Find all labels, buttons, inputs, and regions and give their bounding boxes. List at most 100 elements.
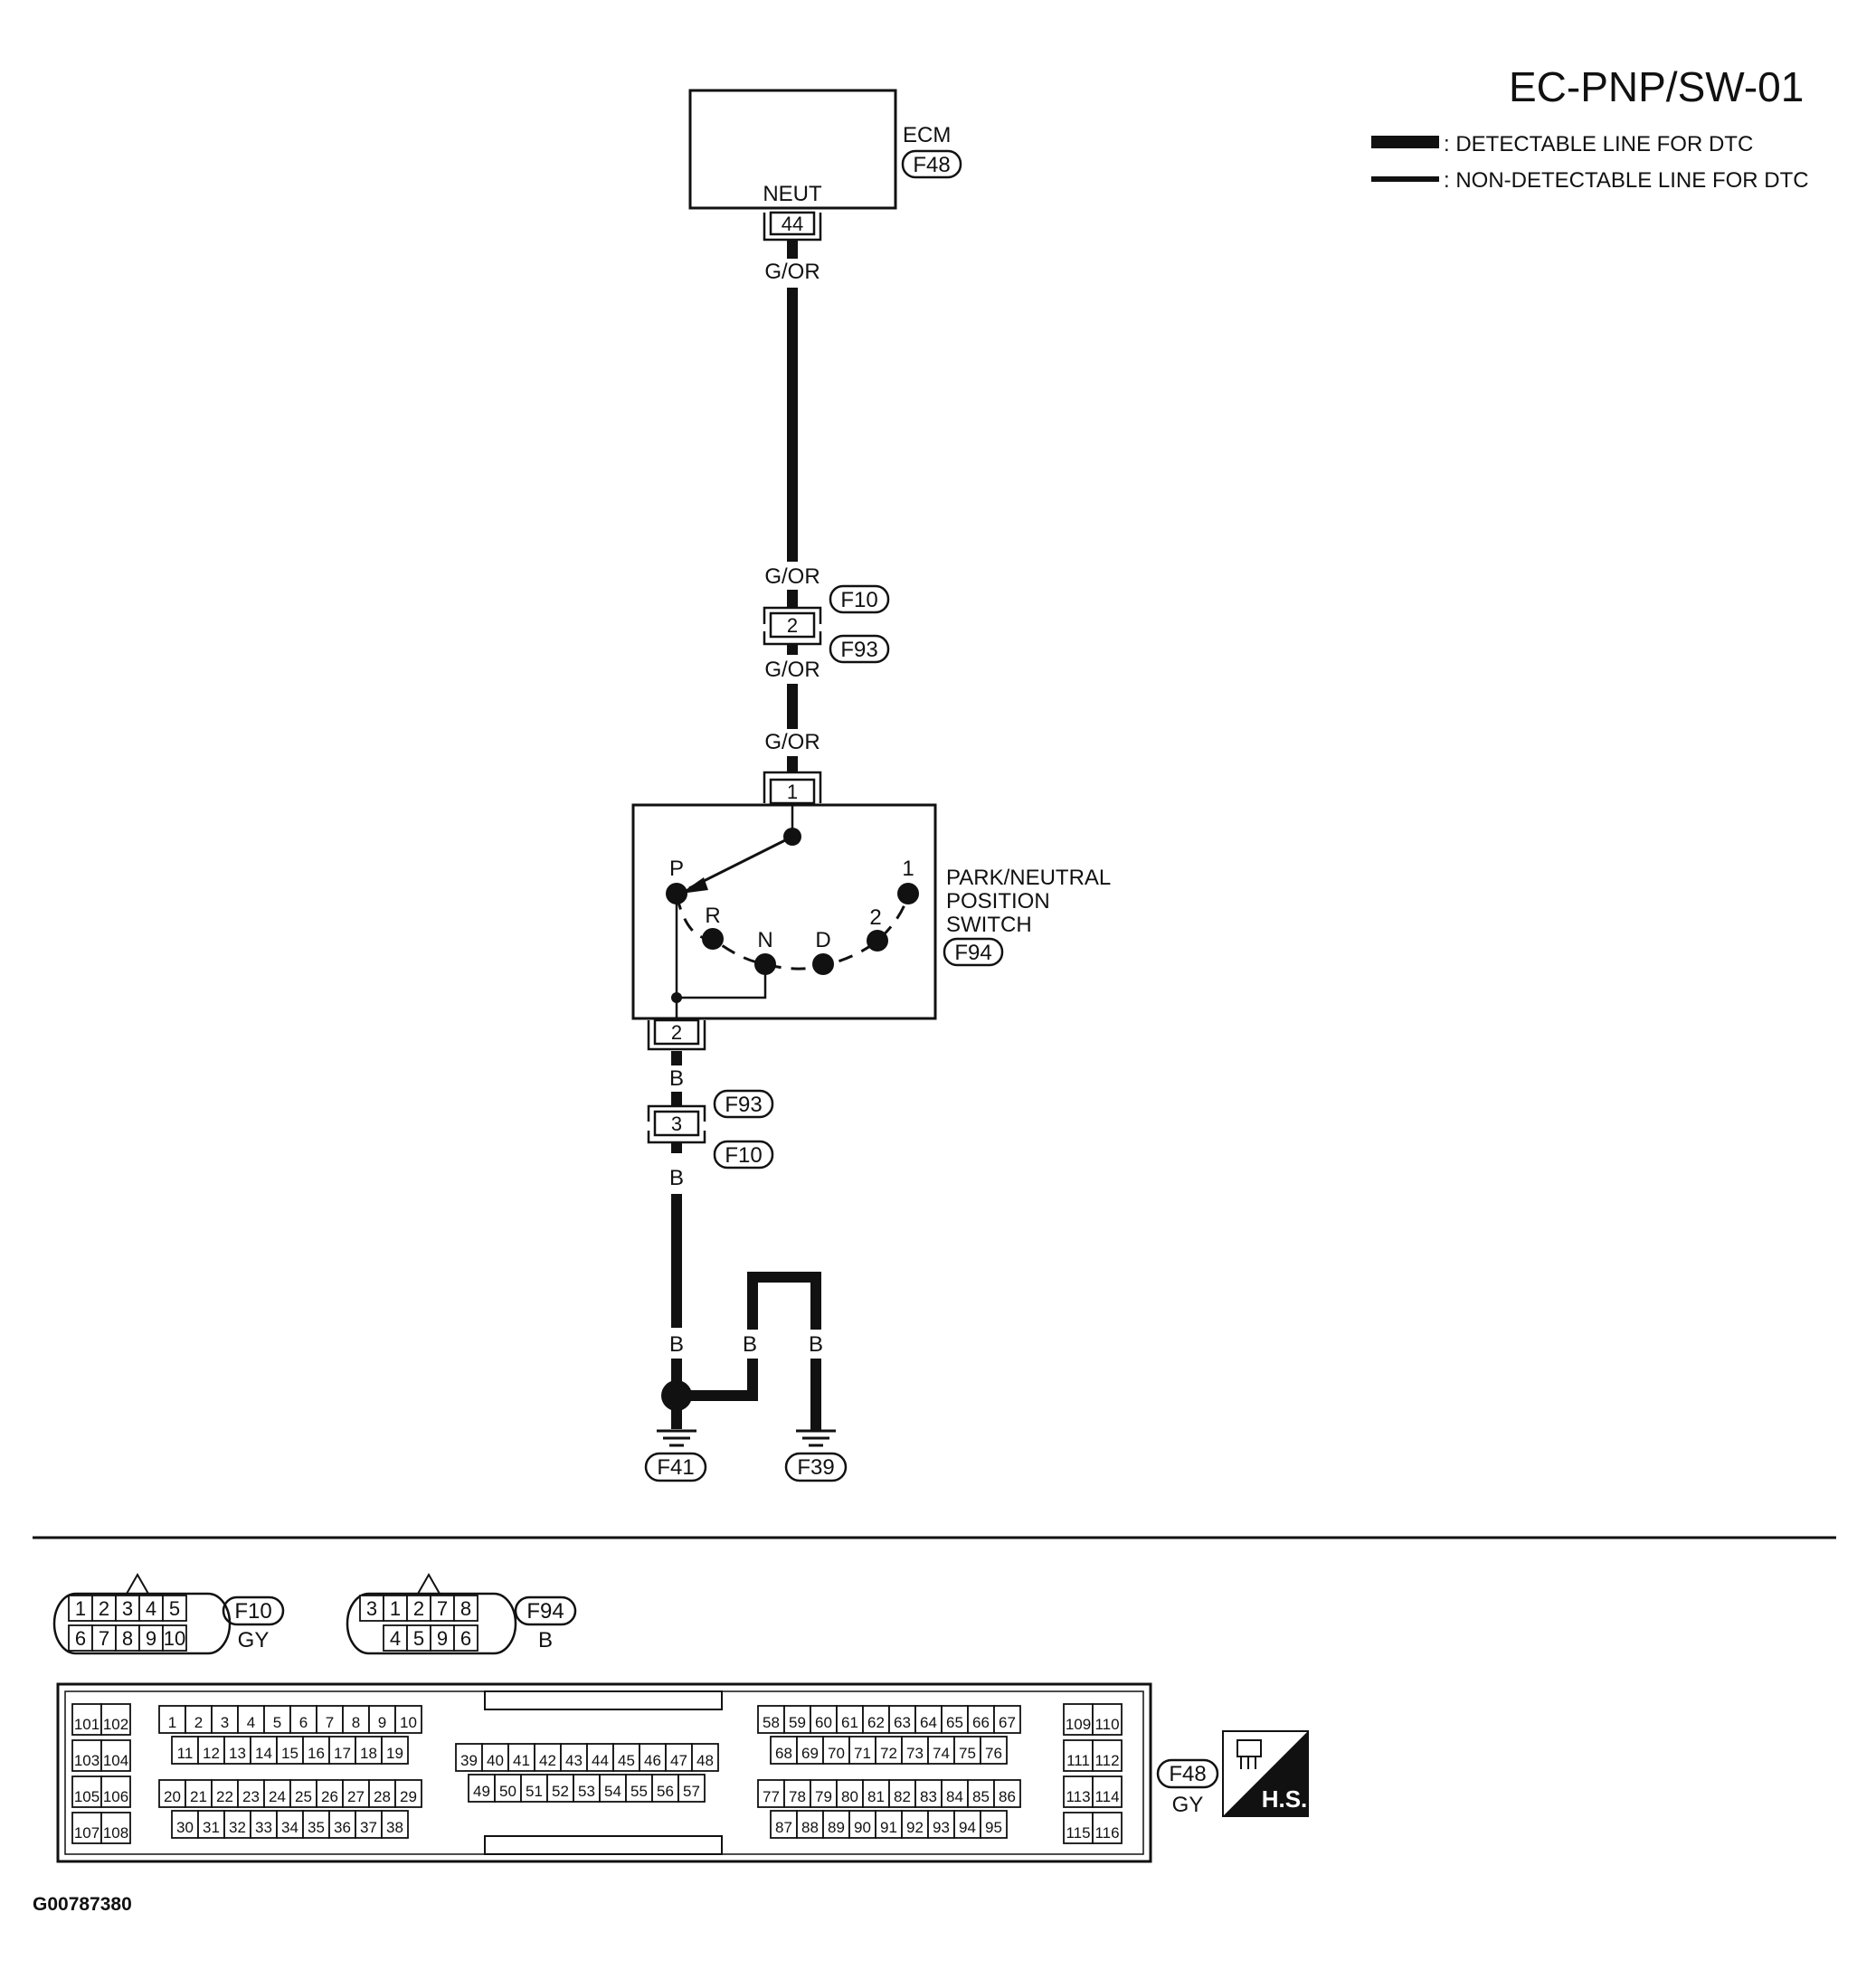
pin-number: 71 [854, 1745, 871, 1762]
pin-number: 68 [775, 1745, 792, 1762]
pin-number: 3 [221, 1714, 229, 1731]
f10-id: F10 [234, 1599, 271, 1624]
pin-number: 75 [959, 1745, 976, 1762]
pin-number: 7 [437, 1597, 448, 1620]
wire-g-or-stub-4 [787, 756, 798, 772]
pin-number: 1 [168, 1714, 176, 1731]
pin-cell [158, 1705, 186, 1734]
f94-id: F94 [526, 1599, 564, 1624]
pin-number: 52 [552, 1783, 569, 1800]
pin-cell [355, 1810, 383, 1839]
pin-number: 2 [99, 1597, 109, 1620]
switch-connector-badge [943, 937, 1004, 967]
switch-connector-label: F94 [954, 941, 991, 965]
pin-number: 50 [499, 1783, 516, 1800]
pin-number: 33 [255, 1819, 272, 1836]
ecm-terminal-number: 44 [782, 213, 803, 235]
pin-number: 4 [247, 1714, 255, 1731]
pin-cell [68, 1624, 93, 1652]
position-n-label: N [757, 928, 772, 952]
pin-cell [586, 1743, 614, 1772]
wire-label-b-1: B [669, 1066, 684, 1091]
pin-cell [639, 1743, 667, 1772]
pin-number: 47 [670, 1752, 687, 1769]
pin-number: 114 [1094, 1788, 1119, 1805]
pin-number: 64 [920, 1714, 937, 1731]
f48-badge [1156, 1758, 1219, 1789]
pin-number: 13 [229, 1745, 246, 1762]
pin-cell [197, 1810, 225, 1839]
pin-cell [941, 1705, 969, 1734]
pin-cell [980, 1736, 1008, 1765]
pin-cell [560, 1743, 588, 1772]
pin-cell [810, 1779, 838, 1808]
pin-cell [455, 1743, 483, 1772]
joint-lower-conn-b: F10 [725, 1143, 762, 1168]
wire-label-g-or-3: G/OR [764, 658, 820, 682]
pin-number: 72 [880, 1745, 897, 1762]
pin-cell [91, 1595, 117, 1622]
pin-cell [612, 1743, 640, 1772]
pin-cell [162, 1595, 187, 1622]
loop-top [747, 1272, 821, 1283]
pin-cell [520, 1774, 548, 1803]
pin-number: 79 [815, 1788, 832, 1805]
pin-cell [302, 1810, 330, 1839]
ecm-terminal-name: NEUT [763, 182, 822, 206]
joint-lower-conn-a-badge [713, 1089, 774, 1119]
pin-number: 46 [644, 1752, 661, 1769]
pin-number: 37 [360, 1819, 377, 1836]
pin-number: 12 [203, 1745, 220, 1762]
pin-number: 30 [176, 1819, 194, 1836]
pin-number: 26 [321, 1788, 338, 1805]
pin-number: 56 [657, 1783, 674, 1800]
pin-number: 15 [281, 1745, 298, 1762]
f94-badge [514, 1596, 577, 1626]
pin-cell [783, 1705, 811, 1734]
pin-number: 41 [513, 1752, 530, 1769]
pin-number: 108 [103, 1824, 128, 1842]
pin-cell [197, 1736, 225, 1765]
pin-number: 1 [390, 1597, 401, 1620]
pin-cell [1092, 1703, 1123, 1736]
pin-cell [368, 1705, 396, 1734]
pin-number: 66 [972, 1714, 990, 1731]
pin-number: 86 [999, 1788, 1016, 1805]
pin-number: 2 [194, 1714, 203, 1731]
pin-cell [453, 1595, 478, 1622]
pin-number: 23 [242, 1788, 260, 1805]
loop-left-leg [747, 1272, 758, 1330]
pin-number: 87 [775, 1819, 792, 1836]
pin-number: 21 [190, 1788, 207, 1805]
ecm-box [688, 89, 897, 210]
pin-number: 73 [906, 1745, 924, 1762]
wire-g-or-mid [787, 684, 798, 729]
switch-label-line2: POSITION [946, 889, 1050, 914]
wire-b-to-splice [671, 1359, 682, 1384]
wire-b-to-f41 [671, 1409, 682, 1429]
joint-upper-conn-a: F10 [840, 588, 877, 612]
pin-cell [914, 1779, 943, 1808]
switch-pin1-number: 1 [787, 781, 798, 803]
pin-number: 107 [74, 1824, 99, 1842]
wire-g-or-main [787, 288, 798, 562]
pin-cell [381, 1736, 409, 1765]
pin-cell [757, 1705, 785, 1734]
pin-number: 10 [400, 1714, 417, 1731]
pin-number: 110 [1094, 1716, 1119, 1733]
pin-number: 81 [867, 1788, 885, 1805]
pin-number: 44 [592, 1752, 609, 1769]
position-r-dot [702, 928, 724, 950]
ground-f41-badge [644, 1452, 707, 1482]
pin-number: 24 [269, 1788, 286, 1805]
pin-cell [625, 1774, 653, 1803]
pin-cell [836, 1779, 864, 1808]
pin-number: 70 [828, 1745, 845, 1762]
pin-cell [691, 1743, 719, 1772]
pin-cell [237, 1705, 265, 1734]
pin-number: 104 [103, 1752, 128, 1769]
pin-number: 49 [473, 1783, 490, 1800]
pin-cell [100, 1775, 131, 1808]
f10-color: GY [238, 1628, 270, 1652]
